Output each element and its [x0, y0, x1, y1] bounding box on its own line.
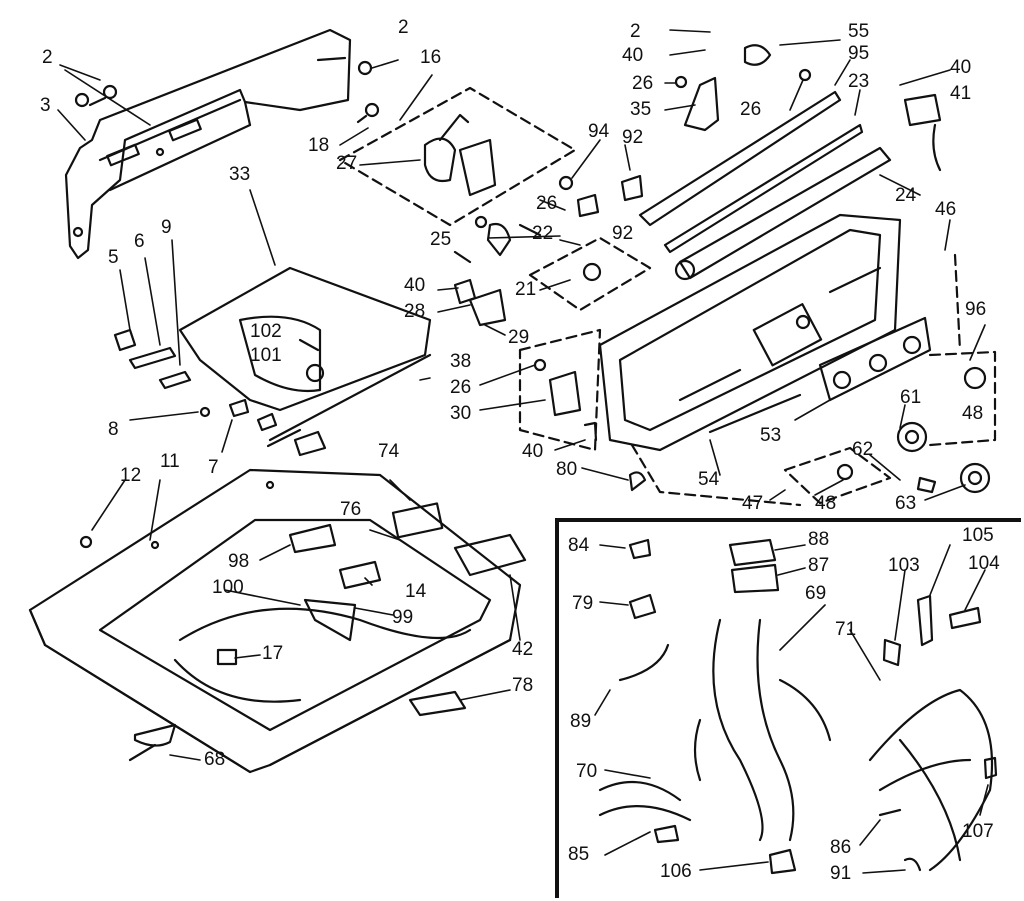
part-label: 8 [108, 419, 119, 440]
control-console-drawing [598, 213, 902, 452]
part-label: 55 [848, 21, 870, 42]
cabinet-top-drawing [28, 468, 522, 774]
part-label: 40 [404, 275, 426, 296]
part-label: 101 [250, 345, 282, 366]
part-label: 14 [405, 581, 427, 602]
part-label: 89 [570, 711, 592, 732]
part-label: 12 [120, 465, 142, 486]
part-label: 76 [340, 499, 362, 520]
part-label: 92 [612, 223, 634, 244]
part-label: 26 [536, 193, 558, 214]
part-label: 28 [404, 301, 426, 322]
part-label: 40 [950, 57, 972, 78]
part-label: 2 [630, 21, 641, 42]
part-label: 63 [895, 493, 917, 514]
part-label: 48 [815, 493, 837, 514]
part-label: 27 [336, 153, 358, 174]
part-label: 35 [630, 99, 652, 120]
part-label: 94 [588, 121, 610, 142]
part-label: 103 [888, 555, 920, 576]
part-label: 9 [161, 217, 172, 238]
part-label: 95 [848, 43, 870, 64]
part-label: 25 [430, 229, 452, 250]
part-label: 71 [835, 619, 857, 640]
part-label: 40 [522, 441, 544, 462]
part-label: 91 [830, 863, 852, 884]
part-label: 11 [160, 451, 180, 472]
part-label: 106 [660, 861, 692, 882]
part-label: 54 [698, 469, 720, 490]
part-label: 105 [962, 525, 994, 546]
part-label: 80 [556, 459, 578, 480]
part-label: 87 [808, 555, 830, 576]
top-lid-drawing [178, 266, 432, 448]
part-label: 2 [398, 17, 409, 38]
part-label: 42 [512, 639, 534, 660]
part-label: 88 [808, 529, 830, 550]
part-label: 78 [512, 675, 534, 696]
part-label: 26 [740, 99, 762, 120]
part-label: 47 [742, 493, 764, 514]
part-label: 68 [204, 749, 226, 770]
part-label: 70 [576, 761, 598, 782]
part-label: 33 [229, 164, 251, 185]
part-label: 41 [950, 83, 972, 104]
part-label: 69 [805, 583, 827, 604]
part-label: 74 [378, 441, 400, 462]
part-label: 21 [515, 279, 537, 300]
part-label: 96 [965, 299, 987, 320]
part-label: 92 [622, 127, 644, 148]
part-label: 48 [962, 403, 984, 424]
part-label: 22 [532, 223, 554, 244]
part-label: 6 [134, 231, 145, 252]
part-label: 85 [568, 844, 590, 865]
part-label: 104 [968, 553, 1000, 574]
part-label: 29 [508, 327, 530, 348]
part-label: 30 [450, 403, 472, 424]
part-label: 24 [895, 185, 917, 206]
part-label: 102 [250, 321, 282, 342]
part-label: 18 [308, 135, 330, 156]
lid-switch-drawing [423, 113, 497, 197]
part-label: 99 [392, 607, 414, 628]
part-label: 100 [212, 577, 244, 598]
part-label: 26 [632, 73, 654, 94]
part-label: 38 [450, 351, 472, 372]
part-label: 5 [108, 247, 119, 268]
part-label: 46 [935, 199, 957, 220]
part-label: 61 [900, 387, 922, 408]
part-label: 107 [962, 821, 994, 842]
part-label: 23 [848, 71, 870, 92]
part-label: 3 [40, 95, 51, 116]
fluorescent-tube-drawing [674, 146, 892, 281]
part-label: 84 [568, 535, 590, 556]
part-label: 79 [572, 593, 594, 614]
wiring-harness-drawing [598, 538, 998, 875]
part-label: 98 [228, 551, 250, 572]
part-label: 62 [852, 439, 874, 460]
rear-panel-bracket-drawing [64, 28, 352, 260]
part-label: 17 [262, 643, 284, 664]
part-label: 53 [760, 425, 782, 446]
part-label: 2 [42, 47, 53, 68]
part-label: 16 [420, 47, 442, 68]
part-label: 26 [450, 377, 472, 398]
part-label: 86 [830, 837, 852, 858]
part-label: 40 [622, 45, 644, 66]
part-label: 7 [208, 457, 219, 478]
wiring-inset-frame [555, 518, 1021, 898]
